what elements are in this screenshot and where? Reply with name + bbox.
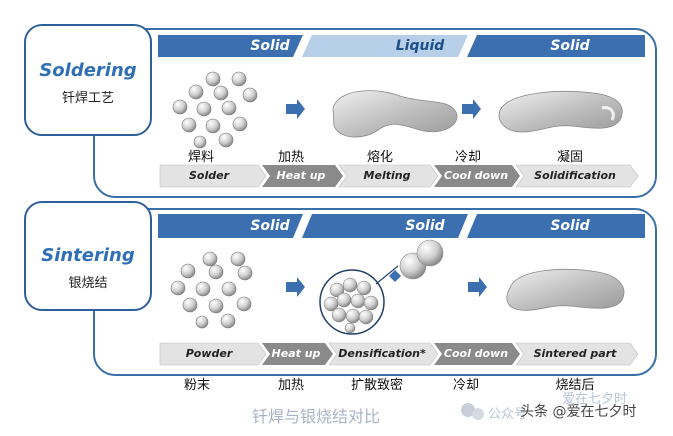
step-zh: 加热 xyxy=(277,150,304,165)
step-zh: 冷却 xyxy=(454,150,481,165)
step-en: Solidification xyxy=(534,169,616,182)
step-bar-melting xyxy=(338,164,439,188)
step-en: Heat up xyxy=(271,347,321,360)
phase-band-liquid xyxy=(302,35,468,57)
soldering-label-box: Soldering 钎焊工艺 xyxy=(24,24,152,136)
sintering-title-zh: 银烧结 xyxy=(68,276,108,291)
soldering-title-zh: 钎焊工艺 xyxy=(61,91,114,106)
step-en: Heat up xyxy=(276,169,326,182)
arrow-icon xyxy=(286,277,305,297)
step-bar-cool-down xyxy=(434,343,520,365)
sintered-part-shape xyxy=(506,269,625,311)
step-en: Densification* xyxy=(338,347,426,360)
step-zh: 加热 xyxy=(277,378,304,393)
solidified-part xyxy=(498,91,623,133)
step-en: Sintered part xyxy=(533,347,617,360)
step-en: Cool down xyxy=(443,347,509,360)
step-zh: 凝固 xyxy=(556,150,583,165)
step-bar-densification xyxy=(328,342,439,366)
step-en: Solder xyxy=(188,169,229,182)
solder-particles xyxy=(172,71,258,149)
sintering-label-box: Sintering 银烧结 xyxy=(24,201,152,311)
step-bar-solder xyxy=(159,164,267,188)
phase-label: Solid xyxy=(250,38,290,54)
phase-band-solid-2 xyxy=(467,35,645,57)
step-en: Cool down xyxy=(443,169,509,182)
densification-cluster xyxy=(319,269,385,335)
powder-particles xyxy=(170,251,253,329)
step-bar-heat-up xyxy=(262,165,343,187)
phase-label: Solid xyxy=(550,38,590,54)
arrow-icon xyxy=(462,99,481,119)
step-zh: 粉末 xyxy=(183,378,210,393)
step-en: Melting xyxy=(363,169,411,182)
step-bar-heat-up xyxy=(262,343,333,365)
caption-watermark: 钎焊与银烧结对比 xyxy=(252,407,381,426)
phase-band-solid-1 xyxy=(158,35,303,57)
molten-blob xyxy=(332,90,458,138)
step-en: Powder xyxy=(185,347,233,360)
sintering-neck-particles xyxy=(399,239,444,280)
step-zh: 焊料 xyxy=(187,150,214,165)
step-bar-cool-down xyxy=(434,165,520,187)
step-zh: 熔化 xyxy=(366,150,393,165)
source-credit: 头条 @爱在七夕时 xyxy=(520,404,637,420)
phase-label: Solid xyxy=(405,218,445,234)
step-bar-sintered-part xyxy=(515,342,639,366)
step-bar-powder xyxy=(159,342,267,366)
soldering-title: Soldering xyxy=(39,60,137,81)
sintering-title: Sintering xyxy=(41,245,135,266)
step-zh: 冷却 xyxy=(452,378,479,393)
phase-band-solid-2 xyxy=(302,214,468,238)
arrow-icon xyxy=(286,99,305,119)
wechat-icon xyxy=(461,403,484,420)
arrow-icon xyxy=(468,277,487,297)
step-zh: 扩散致密 xyxy=(350,378,403,393)
watermark-account: 公众号 xyxy=(488,407,528,422)
magnify-connector xyxy=(375,265,401,285)
phase-label: Liquid xyxy=(395,38,445,54)
phase-band-solid-1 xyxy=(158,214,303,238)
step-zh: 烧结后 xyxy=(555,378,595,393)
phase-label: Solid xyxy=(250,218,290,234)
phase-band-solid-3 xyxy=(467,214,645,238)
phase-label: Solid xyxy=(550,218,590,234)
watermark-name: 爱在七夕时 xyxy=(562,392,628,407)
step-bar-solidification xyxy=(515,164,639,188)
